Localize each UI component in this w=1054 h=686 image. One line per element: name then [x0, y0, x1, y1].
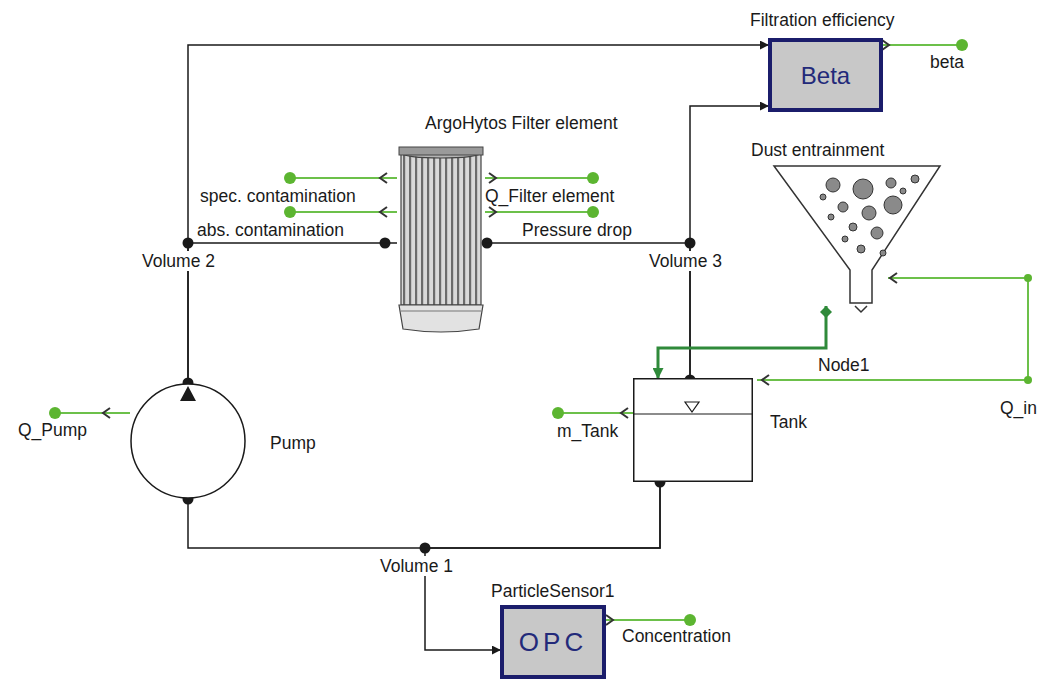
tank: Tank	[633, 378, 753, 482]
pump: Pump	[130, 383, 246, 499]
signal-label: abs. contamination	[197, 220, 344, 240]
particle-sensor-block: ParticleSensor1OPC	[500, 605, 606, 679]
signal-label: Q_Filter element	[485, 186, 614, 206]
signal-ports	[49, 39, 1032, 626]
funnel-outline	[774, 166, 940, 303]
filter-pleats	[401, 153, 481, 305]
funnel-illustration	[773, 165, 941, 315]
signal-label: Pressure drop	[522, 220, 632, 240]
fluid-line	[188, 45, 768, 383]
block-title: ParticleSensor1	[491, 581, 615, 601]
dust-particle	[880, 250, 886, 256]
signal-connector	[658, 315, 826, 378]
signal-label: m_Tank	[557, 421, 618, 441]
fluid-line	[188, 482, 660, 548]
dust-particle	[862, 206, 876, 220]
signal-wires	[55, 40, 1028, 625]
dust-particle	[838, 202, 848, 212]
level-mark	[685, 402, 699, 412]
dust-particle	[828, 214, 834, 220]
block-symbol: Beta	[772, 62, 879, 90]
filter-base	[399, 305, 483, 332]
tank-outline	[634, 379, 753, 482]
pump-direction	[180, 386, 196, 401]
pump-symbol	[130, 383, 246, 499]
signal-label: Q_in	[1000, 398, 1037, 418]
filter-top-ring	[399, 147, 483, 155]
signal-label: Q_Pump	[18, 420, 87, 440]
component-title: Dust entrainment	[751, 140, 884, 160]
dust-particle	[911, 175, 919, 183]
fluid-level	[633, 413, 753, 414]
dust-particle	[871, 227, 883, 239]
signal-label: spec. contamination	[200, 186, 356, 206]
dust-particle	[842, 236, 848, 242]
dust-particle	[853, 179, 873, 199]
dust-funnel: Dust entrainment	[773, 165, 941, 315]
component-name: Pump	[270, 433, 316, 453]
dust-particle	[884, 196, 902, 214]
block-title: Filtration efficiency	[750, 10, 895, 30]
pump-circle	[131, 384, 245, 498]
signal-label: beta	[930, 52, 964, 72]
dust-particle	[820, 194, 826, 200]
signal-label: Volume 1	[378, 556, 455, 576]
dust-particle	[849, 223, 857, 231]
filter-element: ArgoHytos Filter element	[397, 145, 485, 333]
filter-base-line	[401, 311, 481, 312]
component-title: ArgoHytos Filter element	[425, 113, 618, 133]
filter-illustration	[397, 145, 485, 333]
signal-label: Node1	[818, 355, 870, 375]
component-name: Tank	[770, 412, 807, 432]
dust-particle	[886, 178, 896, 188]
dust-particle	[857, 245, 865, 253]
dust-particle	[900, 188, 906, 194]
spout-arrow	[855, 306, 867, 312]
fluid-line	[188, 243, 397, 383]
signal-label: Volume 2	[140, 251, 217, 271]
block-symbol: OPC	[504, 628, 602, 658]
tank-symbol	[633, 378, 753, 482]
filtration-efficiency-block: Filtration efficiencyBeta	[768, 38, 883, 112]
signal-label: Volume 3	[647, 251, 724, 271]
dust-particle	[826, 178, 840, 192]
signal-label: Concentration	[622, 626, 731, 646]
